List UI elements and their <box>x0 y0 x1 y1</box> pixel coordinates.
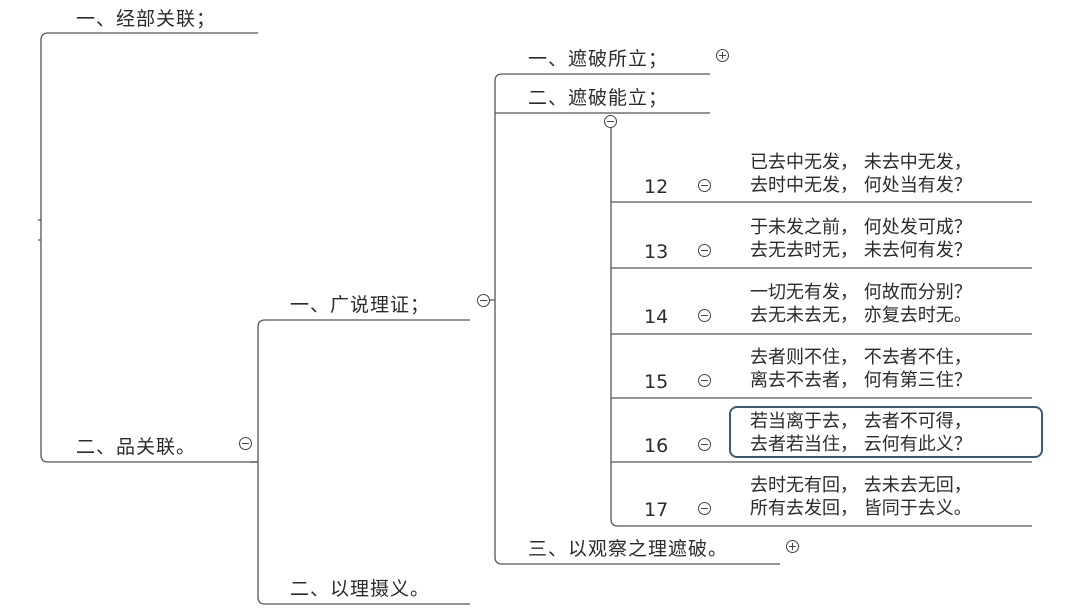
verse-line: 去无未去无， 亦复去时无。 <box>750 305 972 326</box>
verse-line: 去者则不住， 不去者不住， <box>750 347 972 368</box>
collapse-icon[interactable] <box>698 438 711 451</box>
collapse-icon[interactable] <box>477 294 490 307</box>
pin-connector <box>257 319 470 605</box>
node-zhepo-nengli[interactable]: 二、遮破能立； <box>528 87 669 109</box>
verse-number: 12 <box>644 176 669 198</box>
verse-line: 若当离于去， 去者不可得， <box>750 411 972 432</box>
verse-number: 13 <box>644 241 669 263</box>
collapse-icon[interactable] <box>698 502 711 515</box>
collapse-icon[interactable] <box>698 244 711 257</box>
verse-text[interactable]: 于未发之前， 何处发可成？ 去无去时无， 未去何有发？ <box>750 216 972 262</box>
root-connector <box>40 32 258 463</box>
collapse-icon[interactable] <box>239 437 252 450</box>
root-stub <box>38 219 41 241</box>
collapse-icon[interactable] <box>604 115 617 128</box>
expand-icon[interactable] <box>786 540 799 553</box>
verse-line: 所有去发回， 皆同于去义。 <box>750 498 972 519</box>
collapse-icon[interactable] <box>698 374 711 387</box>
verse-line: 去时中无发， 何处当有发？ <box>750 175 972 196</box>
verses-connector <box>610 120 1032 527</box>
collapse-icon[interactable] <box>698 179 711 192</box>
guangshuo-connector <box>494 73 780 565</box>
node-pin-guanlian[interactable]: 二、品关联。 <box>76 436 197 458</box>
verse-text[interactable]: 去时无有回， 去未去无回， 所有去发回， 皆同于去义。 <box>750 474 972 520</box>
verse-line: 于未发之前， 何处发可成？ <box>750 217 972 238</box>
verse-text-highlighted[interactable]: 若当离于去， 去者不可得， 去者若当住， 云何有此义？ <box>750 410 972 456</box>
node-yili[interactable]: 二、以理摄义。 <box>290 578 431 600</box>
node-jingbu[interactable]: 一、经部关联； <box>76 8 217 30</box>
verse-text[interactable]: 去者则不住， 不去者不住， 离去不去者， 何有第三住？ <box>750 346 972 392</box>
verse-line: 去无去时无， 未去何有发？ <box>750 240 972 261</box>
verse-line: 去时无有回， 去未去无回， <box>750 475 972 496</box>
verse-text[interactable]: 一切无有发， 何故而分别？ 去无未去无， 亦复去时无。 <box>750 281 972 327</box>
node-guangshuo[interactable]: 一、广说理证； <box>290 294 431 316</box>
expand-icon[interactable] <box>716 49 729 62</box>
verse-number: 15 <box>644 371 669 393</box>
verse-line: 一切无有发， 何故而分别？ <box>750 282 972 303</box>
verse-number: 17 <box>644 499 669 521</box>
verse-line: 去者若当住， 云何有此义？ <box>750 434 972 455</box>
verse-number: 16 <box>644 435 669 457</box>
node-guancha[interactable]: 三、以观察之理遮破。 <box>528 538 729 560</box>
verse-number: 14 <box>644 306 669 328</box>
verse-line: 已去中无发， 未去中无发， <box>750 152 972 173</box>
node-zhepo-suoli[interactable]: 一、遮破所立； <box>528 48 669 70</box>
verse-line: 离去不去者， 何有第三住？ <box>750 370 972 391</box>
highlight-box <box>729 406 1043 458</box>
verse-text[interactable]: 已去中无发， 未去中无发， 去时中无发， 何处当有发？ <box>750 151 972 197</box>
collapse-icon[interactable] <box>698 309 711 322</box>
